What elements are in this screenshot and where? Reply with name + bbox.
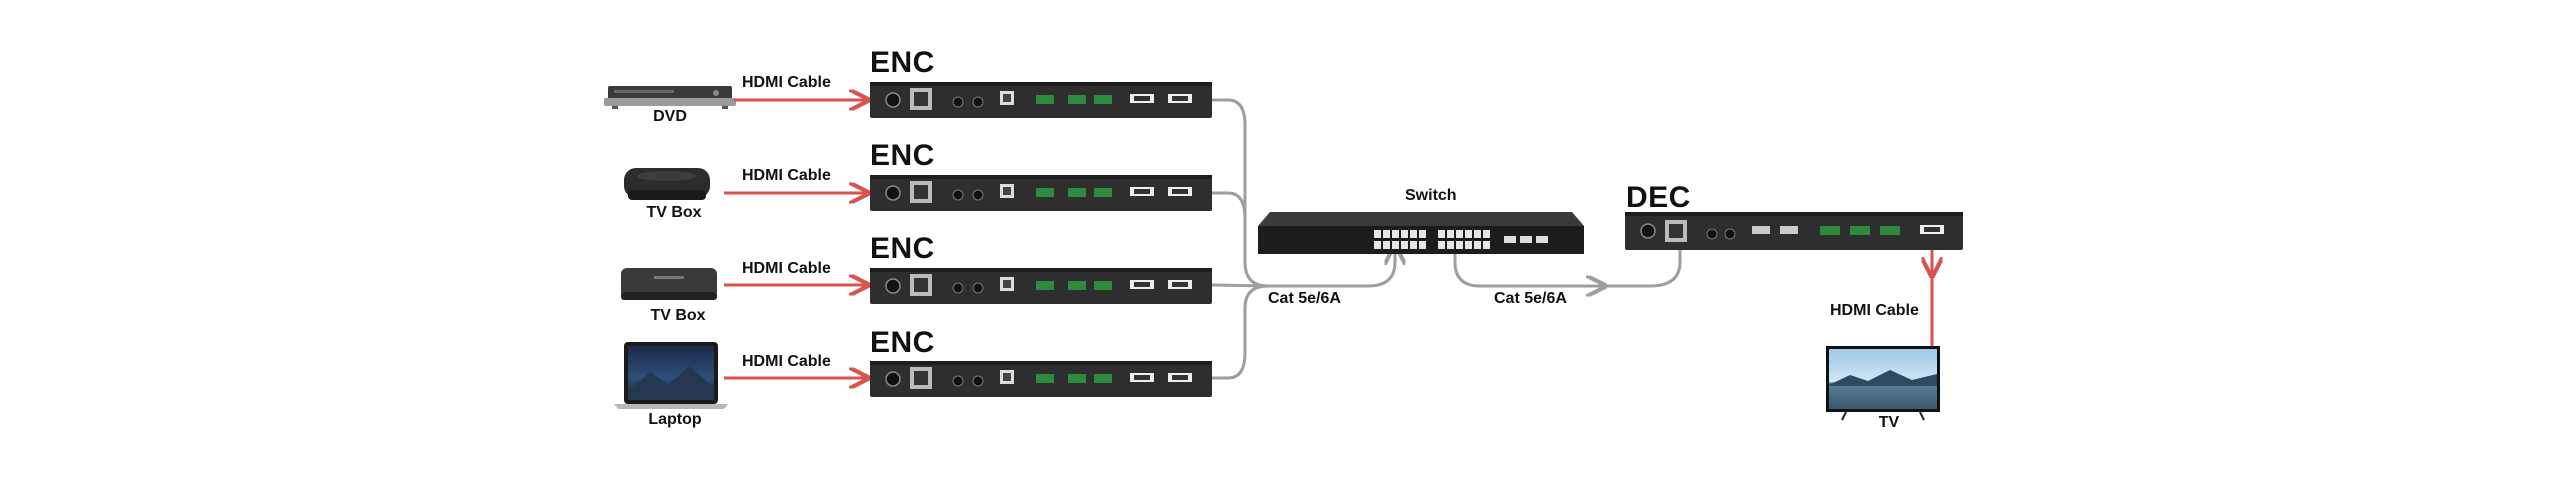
encoder-box-icon — [870, 268, 1212, 304]
hdmi-input-lines — [724, 100, 868, 378]
encoder-title-1: ENC — [870, 46, 935, 79]
hdmi-cable-label-2: HDMI Cable — [742, 167, 831, 184]
hdmi-cable-label-4: HDMI Cable — [742, 353, 831, 370]
encoder-group — [870, 82, 1212, 397]
laptop-icon — [614, 342, 728, 409]
encoder-title-4: ENC — [870, 326, 935, 359]
tv-box-icon — [621, 268, 717, 300]
dvd-player-icon — [604, 86, 736, 109]
cat-cable-enc-1 — [1212, 98, 1269, 288]
hdmi-output-cable-label: HDMI Cable — [1830, 302, 1919, 319]
tv-box-icon — [624, 168, 710, 200]
cat-label-encoders: Cat 5e/6A — [1268, 290, 1341, 307]
decoder-title: DEC — [1626, 181, 1691, 214]
decoder-box-icon — [1625, 212, 1963, 250]
switch-label: Switch — [1405, 187, 1457, 204]
encoder-title-2: ENC — [870, 139, 935, 172]
hdmi-cable-label-3: HDMI Cable — [742, 260, 831, 277]
device-label-tvbox-2: TV Box — [650, 307, 706, 324]
tv-icon — [1826, 346, 1940, 421]
cat-cables-encoders — [1211, 98, 1691, 380]
encoder-title-3: ENC — [870, 232, 935, 265]
encoder-box-icon — [870, 361, 1212, 397]
network-switch-icon — [1258, 212, 1584, 254]
device-label-dvd: DVD — [653, 108, 687, 125]
cat-cable-enc-4 — [1212, 284, 1269, 380]
hdmi-cable-label-1: HDMI Cable — [742, 74, 831, 91]
device-label-tvbox-1: TV Box — [646, 204, 702, 221]
encoder-box-icon — [870, 82, 1212, 118]
cat-label-decoder: Cat 5e/6A — [1494, 290, 1567, 307]
encoder-box-icon — [870, 175, 1212, 211]
device-label-laptop: Laptop — [648, 411, 702, 428]
tv-label: TV — [1878, 414, 1900, 431]
cat-cable-to-switch — [1268, 246, 1395, 288]
cat-cable-enc-2 — [1212, 191, 1247, 262]
cat-cable-switch-to-dec — [1453, 246, 1605, 286]
